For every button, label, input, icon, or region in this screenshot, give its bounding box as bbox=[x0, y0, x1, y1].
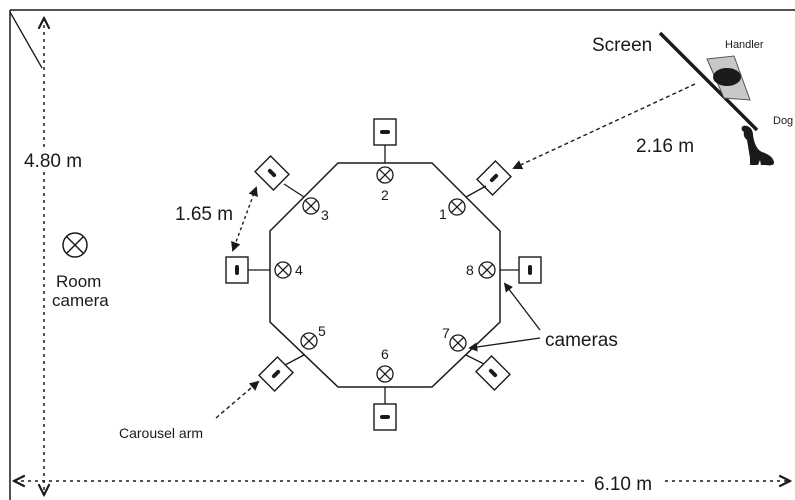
room-camera-label-line1: Room bbox=[56, 272, 101, 291]
dog-label: Dog bbox=[773, 115, 793, 127]
carousel-octagon bbox=[269, 162, 501, 388]
station-number-6: 6 bbox=[381, 346, 389, 362]
handler-label: Handler bbox=[725, 39, 764, 51]
arm-box-2 bbox=[373, 118, 397, 146]
station-number-5: 5 bbox=[318, 323, 326, 339]
cameras-label: cameras bbox=[545, 330, 618, 351]
camera-icon-7 bbox=[449, 334, 467, 352]
arm-box-5 bbox=[258, 356, 294, 392]
dog-silhouette-icon bbox=[741, 125, 775, 166]
room-width-label: 6.10 m bbox=[594, 474, 652, 495]
arm-distance-arrow bbox=[231, 186, 258, 252]
carousel-arm-arrow bbox=[215, 380, 260, 419]
screen-distance-arrow bbox=[512, 83, 696, 170]
arm-box-7 bbox=[475, 355, 511, 391]
handler-icon bbox=[706, 55, 751, 101]
screen-distance-label: 2.16 m bbox=[636, 136, 694, 157]
camera-icon-1 bbox=[448, 198, 466, 216]
width-label-backdrop bbox=[588, 471, 664, 493]
room-outline bbox=[9, 9, 795, 500]
station-number-2: 2 bbox=[381, 187, 389, 203]
station-number-1: 1 bbox=[439, 206, 447, 222]
screen-line bbox=[658, 31, 759, 132]
camera-icon-8 bbox=[478, 261, 496, 279]
screen-label: Screen bbox=[592, 35, 652, 56]
station-number-3: 3 bbox=[321, 207, 329, 223]
carousel-arms bbox=[225, 118, 542, 431]
cameras-pointer-lower bbox=[468, 337, 541, 352]
cameras-pointer-upper bbox=[503, 282, 541, 331]
room-camera-label-line2: camera bbox=[52, 291, 109, 310]
station-number-7: 7 bbox=[442, 325, 450, 341]
camera-icon-6 bbox=[376, 365, 394, 383]
arm-box-3 bbox=[254, 155, 290, 191]
arm-box-6 bbox=[373, 403, 397, 431]
carousel-arm-label: Carousel arm bbox=[119, 425, 203, 441]
arm-box-1 bbox=[476, 160, 512, 196]
camera-icon-3 bbox=[302, 197, 320, 215]
station-numbers: 2 1 3 4 8 5 7 6 bbox=[295, 187, 474, 362]
room-camera-icon bbox=[62, 232, 88, 258]
arm-distance-label: 1.65 m bbox=[175, 204, 233, 225]
room-depth-label: 4.80 m bbox=[24, 151, 82, 172]
arm-box-8 bbox=[518, 256, 542, 284]
station-number-4: 4 bbox=[295, 262, 303, 278]
camera-icon-4 bbox=[274, 261, 292, 279]
station-number-8: 8 bbox=[466, 262, 474, 278]
arm-box-4 bbox=[225, 256, 249, 284]
station-cameras bbox=[274, 166, 496, 383]
depth-label-backdrop bbox=[20, 147, 90, 171]
camera-icon-2 bbox=[376, 166, 394, 184]
door-swing-line bbox=[9, 11, 43, 69]
camera-icon-5 bbox=[300, 332, 318, 350]
